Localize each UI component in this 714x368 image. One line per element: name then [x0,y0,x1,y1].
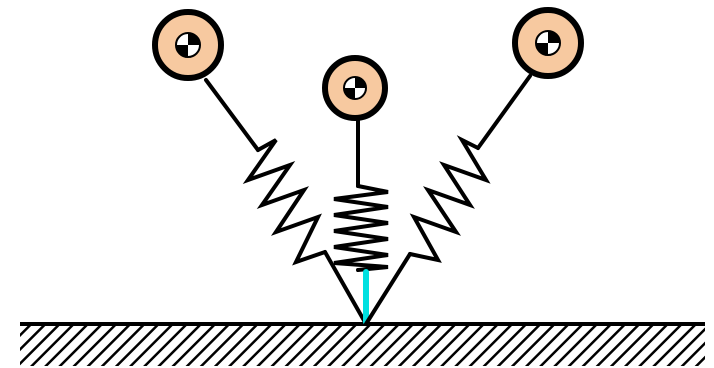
center-of-mass-icon [535,30,561,56]
mass-right [512,7,584,79]
left-spring [242,138,327,266]
left-rod [204,78,260,152]
middle-spring [333,184,389,272]
left-spring-assembly [204,78,368,326]
center-of-mass-icon [343,76,367,100]
right-spring [408,135,491,263]
left-leg [323,250,368,326]
right-leg [364,252,412,326]
mass-left [152,9,224,81]
ground-hatch [20,324,705,366]
center-of-mass-icon [175,32,201,58]
right-spring-assembly [364,74,532,326]
right-rod [476,74,532,150]
middle-spring-assembly [333,114,389,325]
mass-middle [322,55,388,121]
ground [20,322,705,366]
